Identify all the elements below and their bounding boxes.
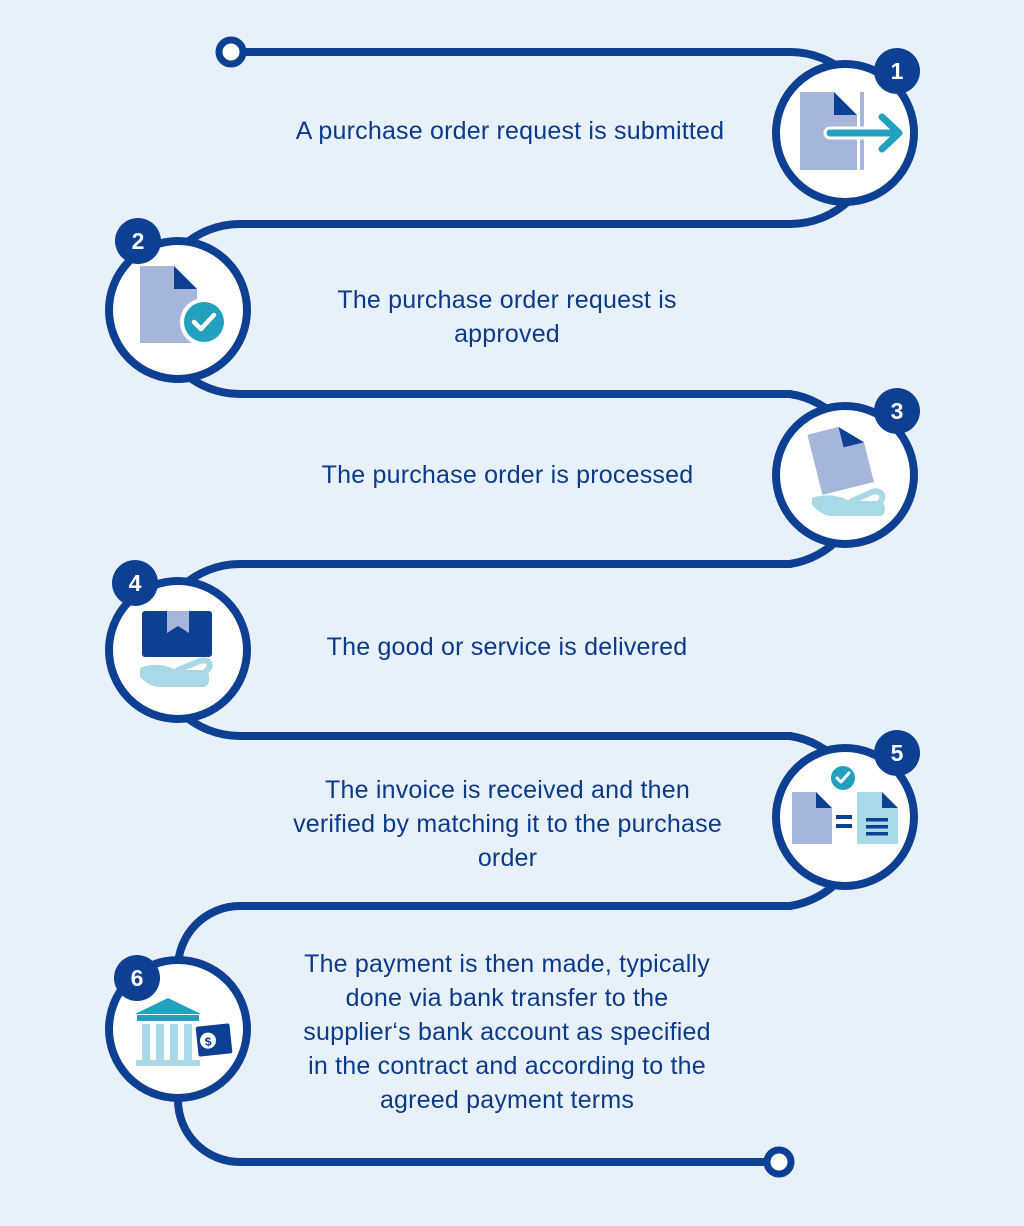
step-6-line: agreed payment terms <box>379 1086 635 1114</box>
step-6-line: supplier‘s bank account as specified <box>303 1018 711 1046</box>
step-6-text: The payment is then made, typically done… <box>262 947 752 1117</box>
start-node <box>215 36 247 68</box>
step-1-number: 1 <box>891 58 904 84</box>
step-1-text: A purchase order request is submitted <box>250 114 770 148</box>
step-5-line: order <box>477 844 538 872</box>
bank-payment-icon: $ <box>135 998 233 1066</box>
step-6-node: $ 6 <box>105 955 251 1102</box>
step-3-line: The purchase order is processed <box>321 461 694 489</box>
connector-line <box>150 48 880 1166</box>
step-5-line: The invoice is received and then <box>325 776 690 804</box>
hand-document-icon <box>807 426 886 516</box>
hand-box-icon <box>140 611 213 687</box>
step-4-node: 4 <box>105 560 251 723</box>
step-1-line: A purchase order request is submitted <box>295 117 725 145</box>
step-4-number: 4 <box>129 570 142 596</box>
step-2-text: The purchase order request is approved <box>262 283 752 351</box>
step-2-node: 2 <box>105 218 251 383</box>
step-4-text: The good or service is delivered <box>262 630 752 664</box>
step-6-line: The payment is then made, typically <box>304 950 710 978</box>
step-5-line: verified by matching it to the purchase <box>293 810 722 838</box>
step-4-line: The good or service is delivered <box>326 633 688 661</box>
step-6-number: 6 <box>131 965 144 991</box>
step-2-number: 2 <box>132 228 145 254</box>
step-1-node: 1 <box>772 48 920 206</box>
step-3-number: 3 <box>891 398 904 424</box>
document-check-icon <box>140 266 228 346</box>
step-3-node: 3 <box>772 388 920 548</box>
end-node <box>763 1146 795 1178</box>
document-send-icon <box>800 92 903 170</box>
step-2-line: approved <box>454 320 560 348</box>
step-3-text: The purchase order is processed <box>250 458 765 492</box>
step-5-text: The invoice is received and then verifie… <box>250 773 765 875</box>
step-2-line: The purchase order request is <box>337 286 677 314</box>
step-6-line: in the contract and according to the <box>308 1052 706 1080</box>
step-5-node: 5 <box>772 730 920 890</box>
svg-text:$: $ <box>204 1034 212 1049</box>
document-match-icon <box>792 766 898 844</box>
step-6-line: done via bank transfer to the <box>345 984 669 1012</box>
step-5-number: 5 <box>891 740 904 766</box>
